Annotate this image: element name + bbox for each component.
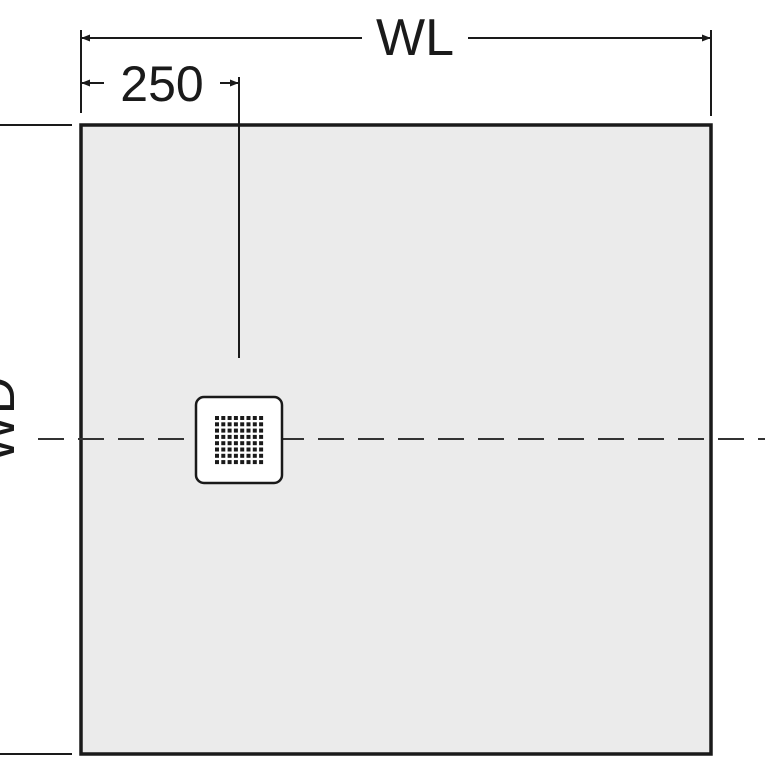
drain-hole xyxy=(227,447,232,452)
drain-hole xyxy=(240,416,245,420)
drain-hole xyxy=(252,447,257,452)
drain-hole xyxy=(246,428,251,433)
drain-hole xyxy=(259,460,264,465)
drain-hole xyxy=(227,434,232,439)
drain-hole xyxy=(252,434,257,439)
drain-hole xyxy=(233,416,238,420)
drain-hole xyxy=(215,416,219,420)
drain-hole xyxy=(233,441,238,446)
drain-offset-label: 250 xyxy=(120,56,203,112)
drain-hole xyxy=(227,422,232,427)
drain-hole xyxy=(246,416,251,420)
drain-hole xyxy=(221,460,226,465)
drain-hole xyxy=(246,441,251,446)
drain-grate-holes xyxy=(215,416,264,465)
drain-hole xyxy=(227,441,232,446)
drain-hole xyxy=(259,441,264,446)
drain-hole xyxy=(259,422,264,427)
drain-hole xyxy=(252,422,257,427)
drain-hole xyxy=(240,460,245,465)
drain-hole xyxy=(259,447,264,452)
drain-hole xyxy=(215,441,219,446)
width-label: WL xyxy=(376,9,454,67)
drain-hole xyxy=(240,434,245,439)
drain-hole xyxy=(227,416,232,420)
drain-hole xyxy=(246,460,251,465)
drain-hole xyxy=(233,460,238,465)
drain-hole xyxy=(246,434,251,439)
drain-hole xyxy=(259,416,264,420)
drain-offset-dimension: 250 xyxy=(81,56,240,358)
drain-hole xyxy=(227,428,232,433)
depth-label: WD xyxy=(0,377,26,464)
drain-hole xyxy=(240,422,245,427)
drain-hole xyxy=(240,428,245,433)
drain-hole xyxy=(233,447,238,452)
drain-hole xyxy=(259,428,264,433)
drain-hole xyxy=(240,447,245,452)
drain-hole xyxy=(215,447,219,452)
drain-hole xyxy=(233,453,238,458)
width-dimension: WL xyxy=(80,9,712,116)
drain-hole xyxy=(221,428,226,433)
drain-hole xyxy=(221,447,226,452)
drain-hole xyxy=(221,441,226,446)
drain-hole xyxy=(252,428,257,433)
drain-hole xyxy=(252,453,257,458)
drain-hole xyxy=(221,422,226,427)
drain-hole xyxy=(215,428,219,433)
drain-hole xyxy=(215,422,219,427)
drain-hole xyxy=(246,422,251,427)
drain-hole xyxy=(215,453,219,458)
drain-hole xyxy=(227,453,232,458)
drain-hole xyxy=(252,460,257,465)
drain-hole xyxy=(233,434,238,439)
drain-hole xyxy=(240,441,245,446)
drain-cover xyxy=(194,395,284,485)
drain-hole xyxy=(221,453,226,458)
drain-hole xyxy=(215,460,219,465)
drain-hole xyxy=(246,453,251,458)
drain-hole xyxy=(259,453,264,458)
square-drain-grate-icon xyxy=(194,395,284,485)
drain-hole xyxy=(221,434,226,439)
drain-hole xyxy=(252,416,257,420)
drain-hole xyxy=(221,416,226,420)
drain-hole xyxy=(215,434,219,439)
depth-dimension: WD xyxy=(0,124,72,755)
drain-hole xyxy=(246,447,251,452)
drain-hole xyxy=(240,453,245,458)
drain-hole xyxy=(259,434,264,439)
drain-hole xyxy=(233,428,238,433)
drain-hole xyxy=(227,460,232,465)
drain-hole xyxy=(252,441,257,446)
drain-hole xyxy=(233,422,238,427)
